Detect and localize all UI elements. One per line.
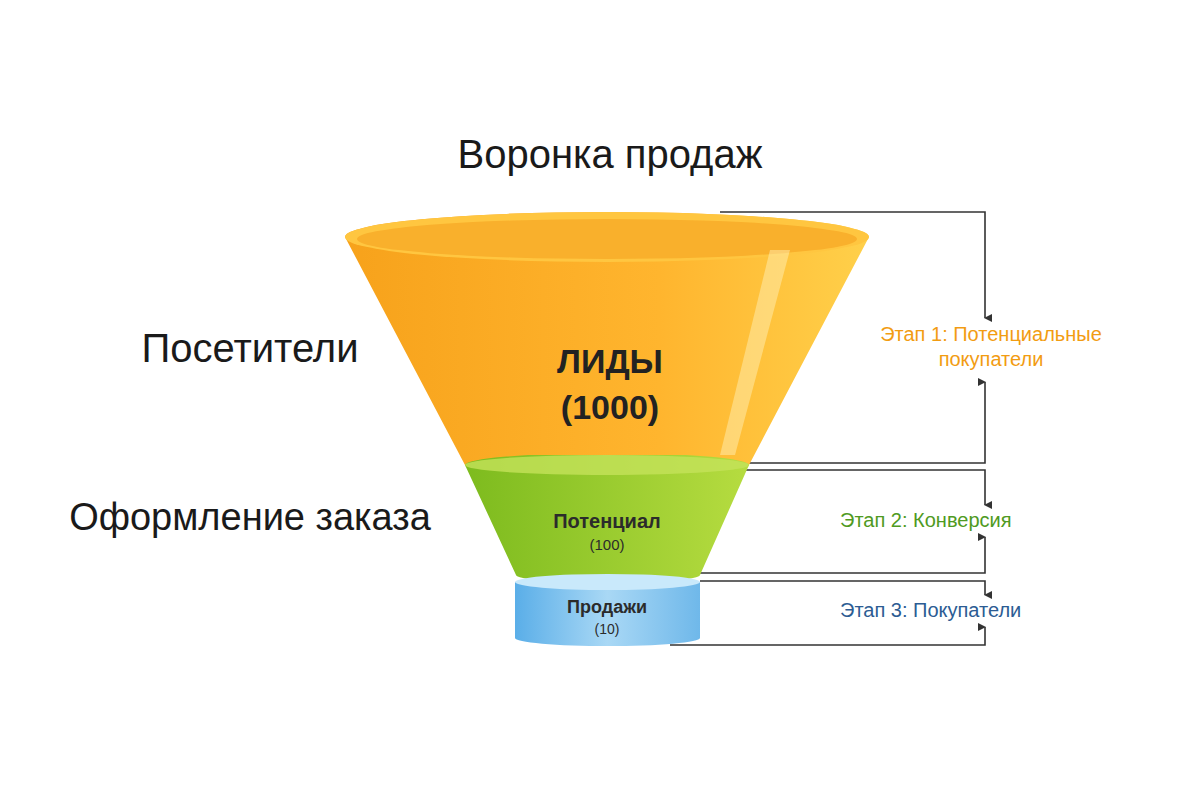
stage-label: Этап 3: Покупатели: [836, 599, 1025, 622]
funnel-body: [465, 455, 749, 583]
funnel-rim: [345, 212, 869, 262]
funnel-cylinder-sales: Продажи(10): [510, 570, 705, 650]
funnel-band-leads: ЛИДЫ(1000): [340, 205, 880, 495]
band-heading: Потенциал: [553, 508, 661, 535]
text-area: Продажи(10): [527, 590, 687, 644]
stage-label: Этап 1: Потенциальные покупатели: [836, 322, 1146, 372]
stage-name: Посетители: [100, 326, 400, 371]
cylinder-top: [515, 574, 700, 590]
funnel-rim: [465, 455, 749, 475]
stage-label: Этап 2: Конверсия: [836, 509, 1016, 532]
band-count: (10): [595, 620, 620, 639]
band-count: (1000): [561, 385, 659, 431]
funnel-band-potential: Потенциал(100): [455, 455, 755, 585]
funnel-shine: [720, 250, 790, 455]
text-area: ЛИДЫ(1000): [490, 315, 730, 455]
stage-name: Оформление заказа: [25, 496, 475, 539]
cylinder-body: [515, 582, 700, 646]
text-area: Потенциал(100): [507, 493, 707, 571]
funnel-body: [345, 212, 869, 477]
band-heading: Продажи: [567, 595, 647, 619]
diagram-title: Воронка продаж: [300, 132, 920, 177]
band-count: (100): [589, 535, 624, 555]
band-heading: ЛИДЫ: [557, 339, 663, 385]
